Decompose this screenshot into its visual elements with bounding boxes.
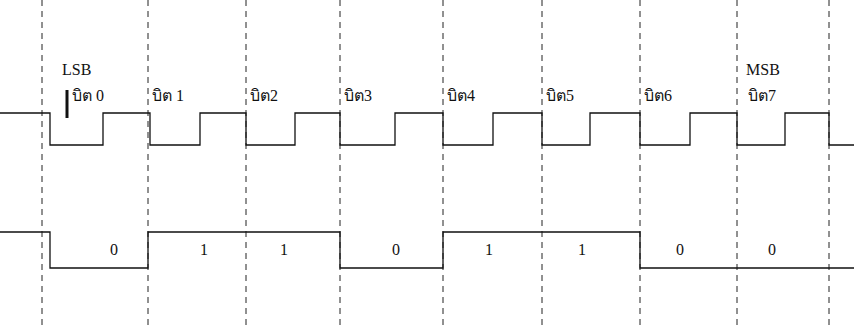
bit-label: บิต2	[250, 86, 278, 106]
marker-bar	[66, 90, 69, 118]
bit-value: 0	[768, 240, 776, 260]
bit-order-label: LSB	[62, 60, 91, 80]
bit-value: 1	[280, 240, 288, 260]
bit-label: บิต 0	[72, 86, 104, 106]
bit-label: บิต7	[748, 86, 776, 106]
bit-value: 0	[676, 240, 684, 260]
bit-value: 0	[392, 240, 400, 260]
bit-label: บิต4	[447, 86, 475, 106]
bit-label: บิต6	[644, 86, 672, 106]
bit-value: 1	[485, 240, 493, 260]
bit-value: 1	[578, 240, 586, 260]
bit-value: 0	[110, 240, 118, 260]
bit-order-label: MSB	[746, 60, 780, 80]
data-signal	[0, 232, 854, 268]
bit-label: บิต 1	[152, 86, 184, 106]
bit-value: 1	[200, 240, 208, 260]
bit-boundaries	[42, 0, 829, 326]
bit-label: บิต3	[344, 86, 372, 106]
bit-label: บิต5	[546, 86, 574, 106]
clock-signal	[0, 113, 854, 145]
